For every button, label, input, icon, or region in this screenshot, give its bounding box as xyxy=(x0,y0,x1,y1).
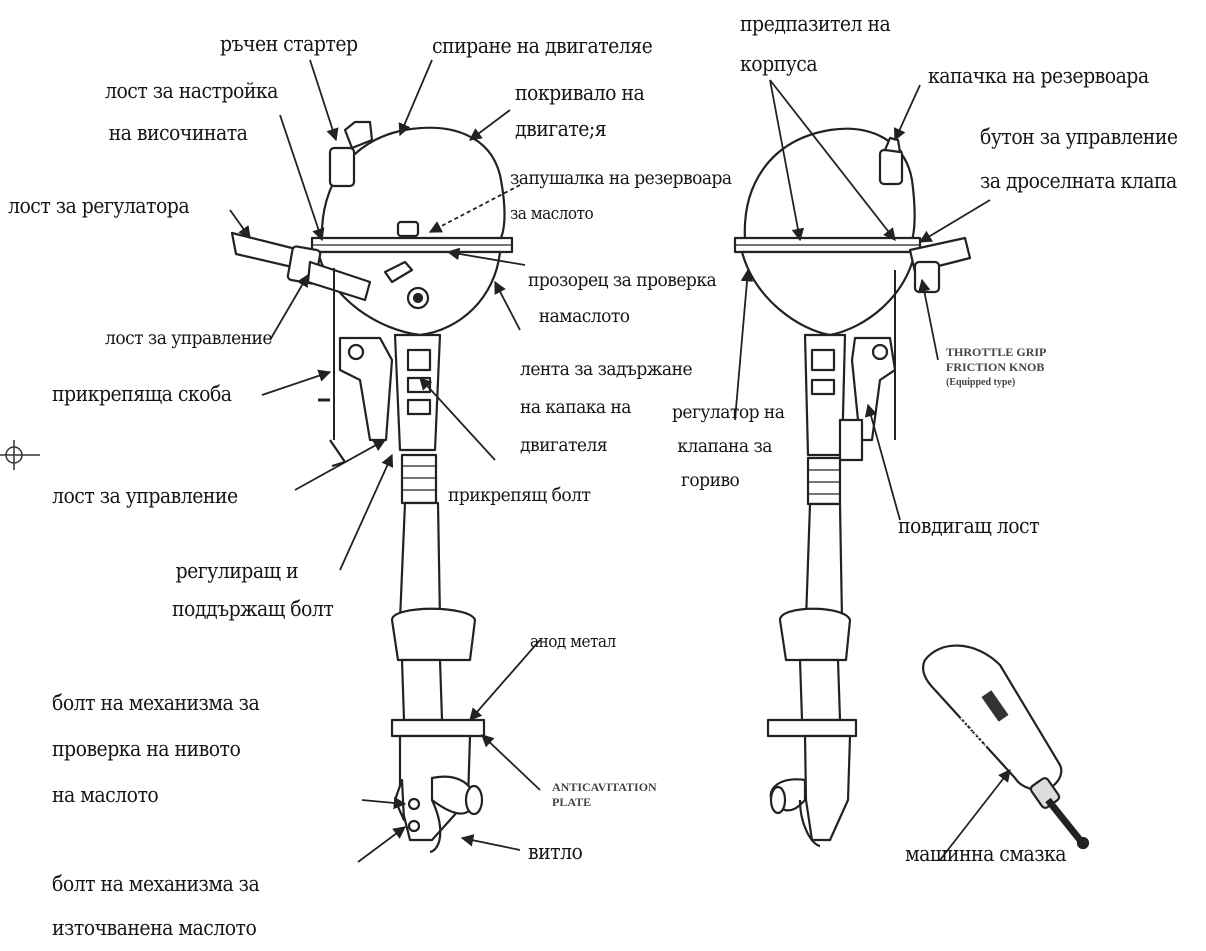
label-line: двигателя xyxy=(520,426,692,464)
label-line: предпазител на xyxy=(740,10,890,38)
label-line: покривало на xyxy=(515,75,644,111)
label-line: за дроселната клапа xyxy=(980,159,1178,203)
label-line: на височината xyxy=(105,112,278,154)
label-fuel-valve-regulator: регулатор на клапана за гориво xyxy=(672,395,784,497)
label-line: лост за настройка xyxy=(105,70,278,112)
label-control-lever-lower: лост за управление xyxy=(52,482,238,510)
label-line: болт на механизма за xyxy=(52,680,259,726)
grease-tube xyxy=(923,646,1088,848)
label-line: проверка на нивото xyxy=(52,726,259,772)
label-adjust-support-bolt: регулиращ и поддържащ болт xyxy=(172,552,333,628)
label-hand-starter: ръчен стартер xyxy=(220,30,358,58)
label-line: гориво xyxy=(672,463,784,497)
label-line: за маслото xyxy=(510,196,732,232)
label-line: (Equipped type) xyxy=(946,375,1046,390)
label-line: корпуса xyxy=(740,50,890,78)
label-housing-protector: предпазител на корпуса xyxy=(740,10,890,78)
label-oil-check-window: прозорец за проверка намаслото xyxy=(528,262,716,334)
label-line: на маслото xyxy=(52,772,259,818)
label-oil-tank-plug: запушалка на резервоара за маслото xyxy=(510,160,732,232)
label-machine-grease: машинна смазка xyxy=(905,840,1066,868)
label-anode-metal: анод метал xyxy=(530,630,616,654)
label-oil-level-check-bolt: болт на механизма за проверка на нивото … xyxy=(52,680,259,818)
label-line: THROTTLE GRIP xyxy=(946,345,1046,360)
label-line: FRICTION KNOB xyxy=(946,360,1046,375)
label-propeller: витло xyxy=(528,838,582,866)
label-line: двигате;я xyxy=(515,111,644,147)
label-anticavitation-plate: ANTICAVITATION PLATE xyxy=(552,780,657,810)
label-line: болт на механизма за xyxy=(52,862,259,906)
label-line: поддържащ болт xyxy=(172,590,333,628)
label-engine-stop: спиране на двигателяе xyxy=(432,32,652,60)
label-line: лента за задържане xyxy=(520,350,692,388)
label-oil-drain-bolt: болт на механизма за източваненa маслото xyxy=(52,862,259,950)
label-line: източваненa маслото xyxy=(52,906,259,950)
label-line: PLATE xyxy=(552,795,657,810)
label-lift-lever: повдигащ лост xyxy=(898,512,1039,540)
label-line: регулатор на xyxy=(672,395,784,429)
label-mounting-bolt: прикрепящ болт xyxy=(448,482,590,509)
label-line: намаслото xyxy=(528,298,716,334)
label-throttle-control-knob: бутон за управление за дроселната клапа xyxy=(980,115,1178,203)
label-line: запушалка на резервоара xyxy=(510,160,732,196)
label-cover-strap: лента за задържане на капака на двигател… xyxy=(520,350,692,464)
label-height-adjust-lever: лост за настройка на височината xyxy=(105,70,278,154)
crosshair-mark xyxy=(0,440,40,470)
label-line: ANTICAVITATION xyxy=(552,780,657,795)
label-line: бутон за управление xyxy=(980,115,1178,159)
label-control-lever-upper: лост за управление xyxy=(105,325,272,352)
label-line: регулиращ и xyxy=(172,552,333,590)
label-mounting-bracket: прикрепяща скоба xyxy=(52,380,232,408)
label-fuel-tank-cap: капачка на резервоара xyxy=(928,62,1149,90)
label-throttle-grip-friction-knob: THROTTLE GRIP FRICTION KNOB (Equipped ty… xyxy=(946,345,1046,390)
label-line: на капака на xyxy=(520,388,692,426)
label-line: клапана за xyxy=(672,429,784,463)
label-line: прозорец за проверка xyxy=(528,262,716,298)
label-engine-cover: покривало на двигате;я xyxy=(515,75,644,147)
label-regulator-lever: лост за регулатора xyxy=(8,192,189,220)
